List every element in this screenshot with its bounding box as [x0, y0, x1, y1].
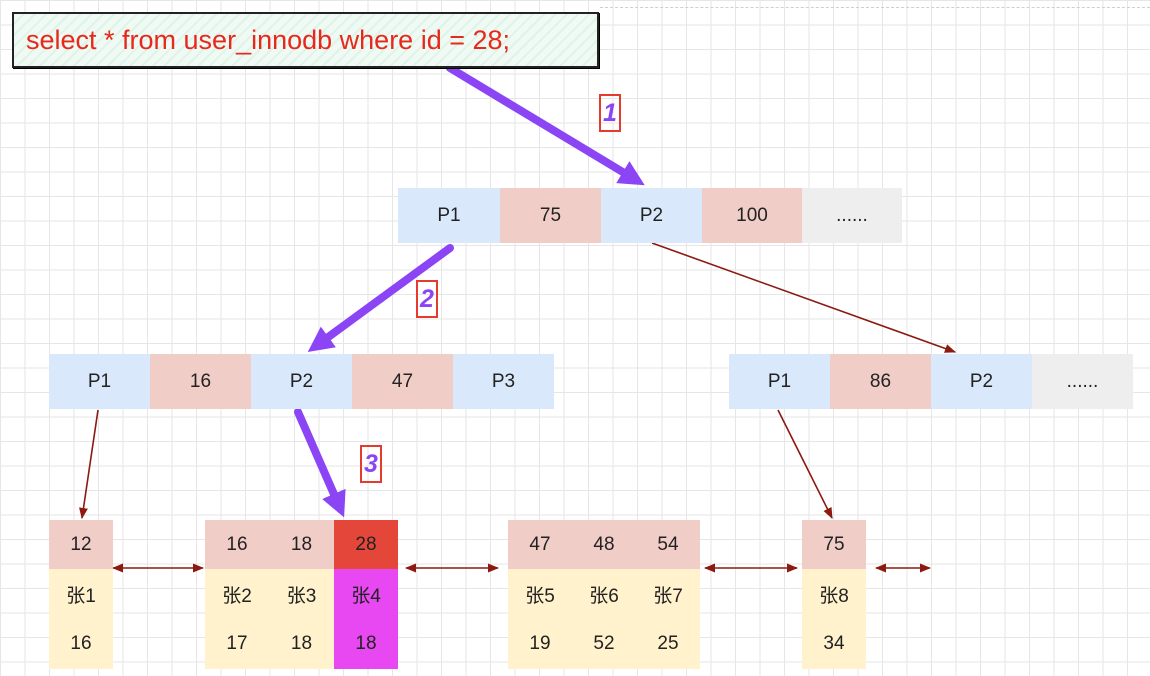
leaf1-key: 12	[49, 520, 113, 569]
right-pointer-p1: P1	[729, 354, 830, 409]
right-ellipsis: ......	[1032, 354, 1133, 409]
canvas-border	[600, 7, 1150, 8]
leaf2-age-1: 17	[205, 619, 269, 669]
right-pointer-p2: P2	[931, 354, 1032, 409]
leaf4-name: 张8	[802, 569, 866, 619]
root-key-75: 75	[500, 188, 601, 243]
root-pointer-p2: P2	[601, 188, 702, 243]
leaf3-name-2: 张6	[572, 569, 636, 619]
left-key-16: 16	[150, 354, 251, 409]
leaf2-name-2: 张3	[269, 569, 334, 619]
left-key-47: 47	[352, 354, 453, 409]
root-key-100: 100	[702, 188, 802, 243]
leaf3-key-1: 47	[508, 520, 572, 569]
leaf3-age-1: 19	[508, 619, 572, 669]
leaf2-key-2: 18	[269, 520, 334, 569]
left-pointer-p2: P2	[251, 354, 352, 409]
link-root-to-right	[651, 242, 957, 353]
step-label-2: 2	[416, 280, 438, 318]
right-key-86: 86	[830, 354, 931, 409]
leaf3-name-3: 张7	[636, 569, 700, 619]
leaf3-key-3: 54	[636, 520, 700, 569]
leaf1-age: 16	[49, 619, 113, 669]
root-ellipsis: ......	[802, 188, 902, 243]
leaf2-key-hit: 28	[334, 520, 398, 569]
link-right-to-leaf4	[777, 409, 833, 520]
leaf3-age-3: 25	[636, 619, 700, 669]
step-label-1: 1	[599, 94, 621, 132]
leaf3-age-2: 52	[572, 619, 636, 669]
root-pointer-p1: P1	[398, 188, 500, 243]
leaf3-key-2: 48	[572, 520, 636, 569]
left-pointer-p1: P1	[49, 354, 150, 409]
leaf1-name: 张1	[49, 569, 113, 619]
leaf2-age-hit: 18	[334, 619, 398, 669]
leaf2-name-hit: 张4	[334, 569, 398, 619]
step-label-3: 3	[360, 445, 382, 483]
leaf4-key: 75	[802, 520, 866, 569]
leaf2-key-1: 16	[205, 520, 269, 569]
search-arrow-3	[294, 408, 346, 518]
leaf4-age: 34	[802, 619, 866, 669]
search-arrow-2	[307, 244, 454, 353]
search-arrow-1	[446, 64, 645, 186]
left-pointer-p3: P3	[453, 354, 554, 409]
sql-query-text: select * from user_innodb where id = 28;	[26, 24, 511, 55]
leaf3-name-1: 张5	[508, 569, 572, 619]
leaf2-name-1: 张2	[205, 569, 269, 619]
sql-query-box: select * from user_innodb where id = 28;	[12, 12, 599, 68]
leaf2-age-2: 18	[269, 619, 334, 669]
link-left-to-leaf1	[79, 409, 99, 520]
